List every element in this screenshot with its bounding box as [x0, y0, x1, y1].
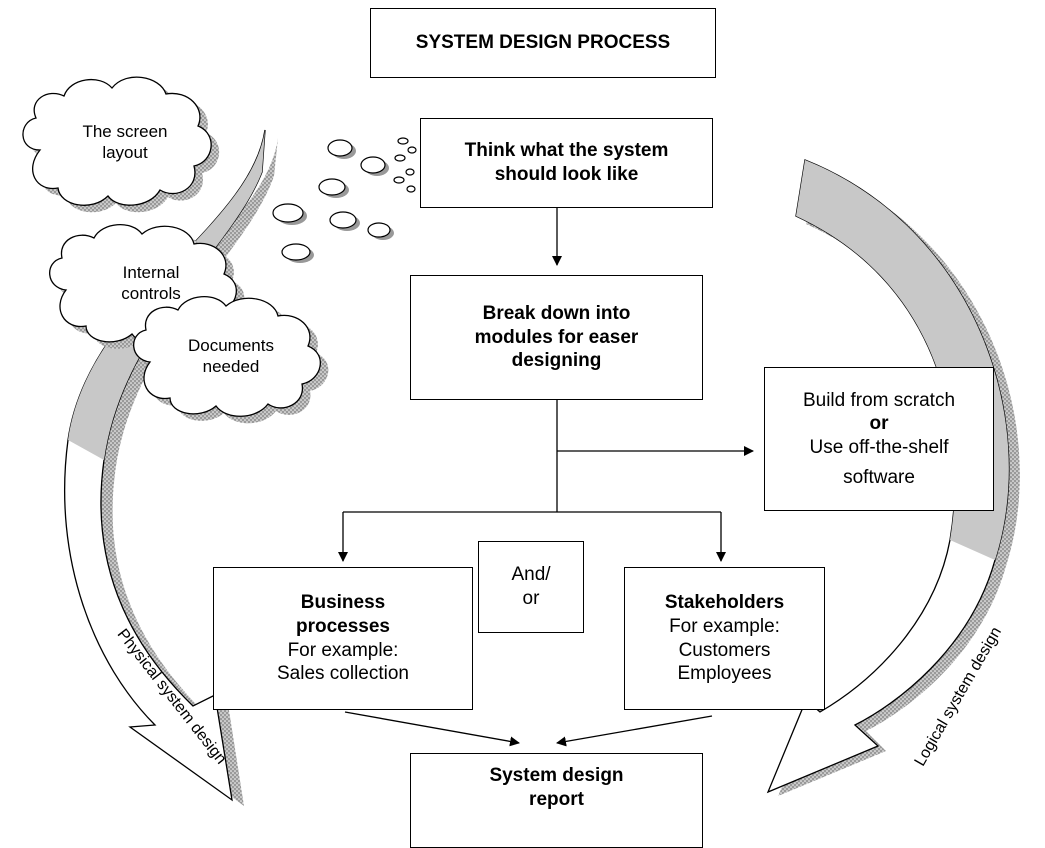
stakeholders-box: Stakeholders For example: Customers Empl… [624, 567, 825, 710]
andor-line: And/ [511, 564, 551, 586]
breakdown-line: designing [511, 350, 602, 372]
andor-box: And/ or [478, 541, 584, 633]
stakeholders-title: Stakeholders [664, 592, 785, 613]
cloud-internal-controls-label: Internal controls [96, 262, 206, 305]
think-box: Think what the system should look like [420, 118, 713, 208]
cloud-text-line: Internal [122, 263, 180, 282]
think-line: Think what the system [464, 140, 669, 162]
build-line: Build from scratch [802, 389, 956, 411]
breakdown-line: Break down into [482, 302, 631, 324]
business-body-line: Sales collection [276, 663, 410, 685]
andor-line: or [522, 588, 540, 609]
cloud-text-line: Documents [188, 336, 274, 355]
cloud-documents-needed-label: Documents needed [176, 335, 286, 378]
stakeholders-body-line: Customers [678, 639, 771, 661]
breakdown-box: Break down into modules for easer design… [410, 275, 703, 400]
report-line: System design [489, 765, 624, 786]
connectors [338, 207, 754, 747]
cloud-text-line: controls [121, 284, 181, 304]
cloud-text-line: layout [102, 143, 148, 163]
software-line: software [843, 466, 915, 488]
report-box: System design report [410, 753, 703, 848]
cloud-documents-needed [133, 295, 329, 424]
business-title-line: Business [300, 592, 386, 613]
page-title: SYSTEM DESIGN PROCESS [370, 8, 716, 78]
page-title-text: SYSTEM DESIGN PROCESS [415, 32, 671, 53]
cloud-screen-layout-label: The screen layout [70, 121, 180, 164]
business-title-line: processes [295, 615, 390, 637]
think-line: should look like [494, 164, 639, 185]
stakeholders-body-line: For example: [669, 615, 780, 637]
stakeholders-body-line: Employees [677, 663, 772, 685]
business-processes-box: Business processes For example: Sales co… [213, 567, 473, 710]
breakdown-line: modules for easer [474, 326, 639, 348]
cloud-screen-layout [22, 76, 220, 213]
thought-bubbles [272, 137, 417, 263]
report-line: report [529, 788, 584, 810]
or-line: or [869, 413, 889, 435]
off-shelf-line: Use off-the-shelf [809, 437, 949, 458]
cloud-text-line: needed [202, 357, 260, 377]
cloud-text-line: The screen [82, 122, 168, 141]
build-or-buy-box: Build from scratch or Use off-the-shelf … [764, 367, 994, 511]
business-body-line: For example: [287, 639, 399, 661]
